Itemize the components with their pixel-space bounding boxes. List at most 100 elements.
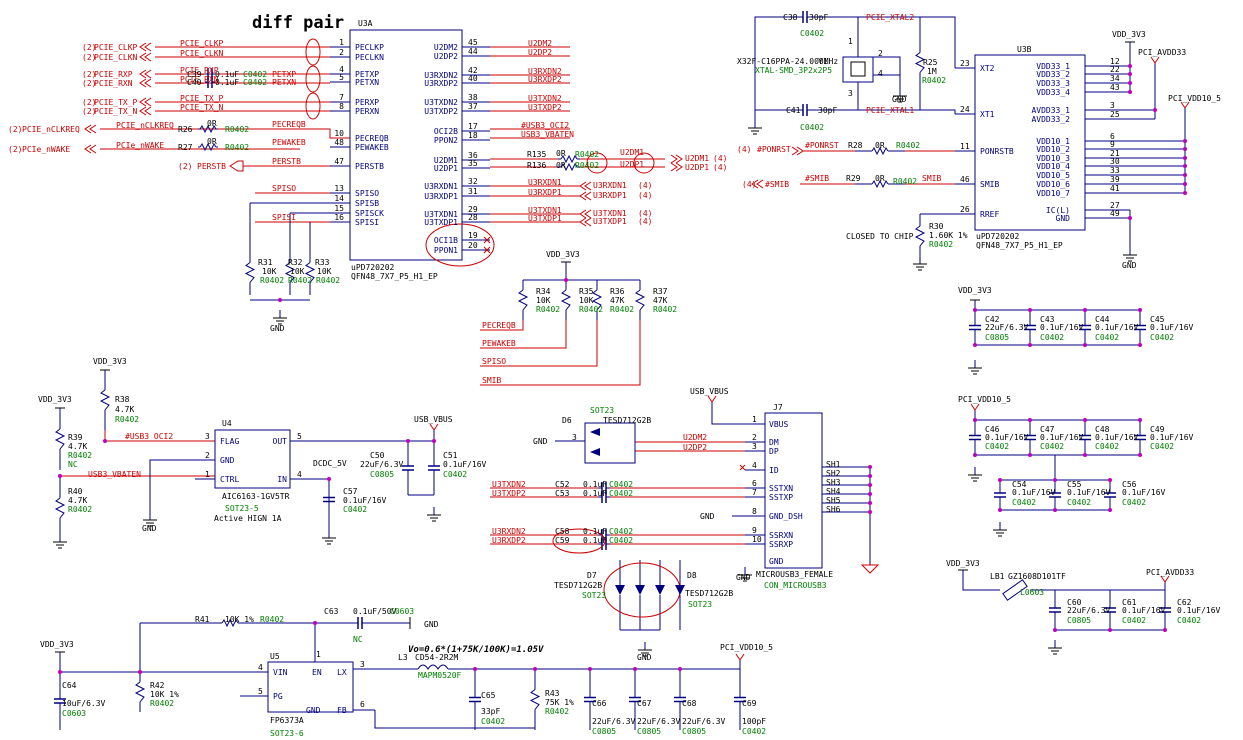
wire xyxy=(711,402,745,425)
res-ref: R135 xyxy=(527,150,546,159)
pin-name: SSRXN xyxy=(769,531,793,540)
pin-name: GND xyxy=(220,456,235,465)
net-label: U2DM2 xyxy=(683,433,707,442)
shield-pin: SH4 xyxy=(826,487,841,496)
junction-dot xyxy=(1138,343,1142,347)
cap-ref: C66 xyxy=(592,699,607,708)
pin-name: U3TXDN2 xyxy=(424,98,458,107)
pin-number: 3 xyxy=(572,433,577,442)
pin-number: 12 xyxy=(1110,57,1120,66)
pin-number: 17 xyxy=(468,122,478,131)
wire xyxy=(857,82,956,114)
res-package: R0402 xyxy=(610,305,634,314)
net-label: U3TXDN2 xyxy=(528,94,562,103)
junction-dot xyxy=(58,474,62,478)
pin-number: 25 xyxy=(1110,110,1120,119)
junction-dot xyxy=(278,298,282,302)
pin-name: PECLKN xyxy=(355,53,384,62)
pin-name: SMIB xyxy=(980,180,999,189)
pin-name: OCI2B xyxy=(434,127,458,136)
port-arrow xyxy=(670,162,678,172)
res-ref: R30 xyxy=(929,222,944,231)
pin-name: SSTXN xyxy=(769,484,793,493)
sheet-ref: (2) xyxy=(82,70,96,79)
pin-name: PERSTB xyxy=(355,162,384,171)
res-package: R0402 xyxy=(225,143,249,152)
ferrite-bead xyxy=(1002,579,1028,601)
res-value: 10K xyxy=(317,267,332,276)
pin-number: 36 xyxy=(468,151,478,160)
resistor-body xyxy=(517,289,529,311)
cap-value: 22uF/6.3V xyxy=(682,717,726,726)
ground-symbol xyxy=(893,88,907,103)
pin-name: ID xyxy=(769,466,779,475)
u4-package: SOT23-5 xyxy=(225,504,259,513)
port-arrow xyxy=(791,146,799,156)
net-label: PECREQB xyxy=(272,120,306,129)
rail-label: PCI_AVDD33 xyxy=(1146,568,1194,577)
pin-name: U3RXDN1 xyxy=(424,182,458,191)
pin-number: 3 xyxy=(360,660,365,669)
cap-value: 0.1uF xyxy=(215,78,239,87)
net-label: U2DP1 xyxy=(620,160,644,169)
pin-name: GND xyxy=(769,557,784,566)
diff-pair-oval xyxy=(552,528,606,554)
pin-number: 13 xyxy=(334,184,344,193)
junction-dot xyxy=(1083,308,1087,312)
resistor-body xyxy=(871,146,889,156)
net-label: PCIE_XTAL1 xyxy=(866,106,914,115)
cap-value: 0.1uF/16V xyxy=(1177,606,1221,615)
pin-name: SSRXP xyxy=(769,540,793,549)
resistor-body xyxy=(560,289,572,311)
cap-value: 0.1uF/16V xyxy=(1122,606,1166,615)
u4-body xyxy=(214,429,291,489)
res-ref: R39 xyxy=(68,433,83,442)
junction-dot xyxy=(1083,418,1087,422)
d8-part: TESD712G2B xyxy=(685,589,733,598)
offpage-port: PCIE_RXN xyxy=(94,79,133,88)
pin-number: 2 xyxy=(205,451,210,460)
cap-value: 0.1uF/16V xyxy=(443,460,487,469)
pin-name: DP xyxy=(769,447,779,456)
gnd-label: GND xyxy=(142,524,157,533)
pin-name: AVDD33_2 xyxy=(1031,115,1070,124)
cap-ref: C52 xyxy=(555,480,570,489)
cap-ref: C55 xyxy=(1067,480,1082,489)
junction-dot xyxy=(1028,453,1032,457)
pin-number: 4 xyxy=(339,65,344,74)
resistor-body xyxy=(591,289,603,311)
net-label: U3RXDP2 xyxy=(492,536,526,545)
res-value: 4.7K xyxy=(115,405,134,414)
cap-ref: C58 xyxy=(555,527,570,536)
pin-number: 6 xyxy=(1110,132,1115,141)
net-label: U3TXDN2 xyxy=(492,480,526,489)
cap-package: C0603 xyxy=(390,607,414,616)
wire xyxy=(480,320,524,331)
pin-name: VBUS xyxy=(769,420,788,429)
net-label: SMIB xyxy=(482,376,501,385)
cap-ref: C49 xyxy=(1150,425,1165,434)
net-label: U3TXDP2 xyxy=(528,103,562,112)
cap-value: 22uF/6.3V xyxy=(637,717,681,726)
resistor-body xyxy=(560,162,578,172)
junction-dot xyxy=(533,667,537,671)
ground-symbol xyxy=(427,507,441,522)
d6-part: TESD712G2B xyxy=(603,416,651,425)
pin-name: U3TXDP2 xyxy=(424,107,458,116)
rail-label: USB_VBUS xyxy=(690,387,729,396)
u5-ref: U5 xyxy=(270,652,280,661)
res-package: R0402 xyxy=(653,305,677,314)
j7-part: MICROUSB3_FEMALE xyxy=(756,570,833,579)
net-label: U2DP2 xyxy=(528,48,552,57)
cap-value: 22uF/6.3V xyxy=(360,460,404,469)
pin-number: 9 xyxy=(1110,140,1115,149)
res-package: R0402 xyxy=(896,141,920,150)
net-label: PETXN xyxy=(272,78,296,87)
bead-ref: LB1 xyxy=(990,572,1005,581)
net-label: U3TXDN1 xyxy=(528,206,562,215)
resistor-body xyxy=(560,154,578,164)
u5-part: FP6373A xyxy=(270,716,304,725)
res-value: 1.60K 1% xyxy=(929,231,968,240)
pin-number: 3 xyxy=(848,89,853,98)
